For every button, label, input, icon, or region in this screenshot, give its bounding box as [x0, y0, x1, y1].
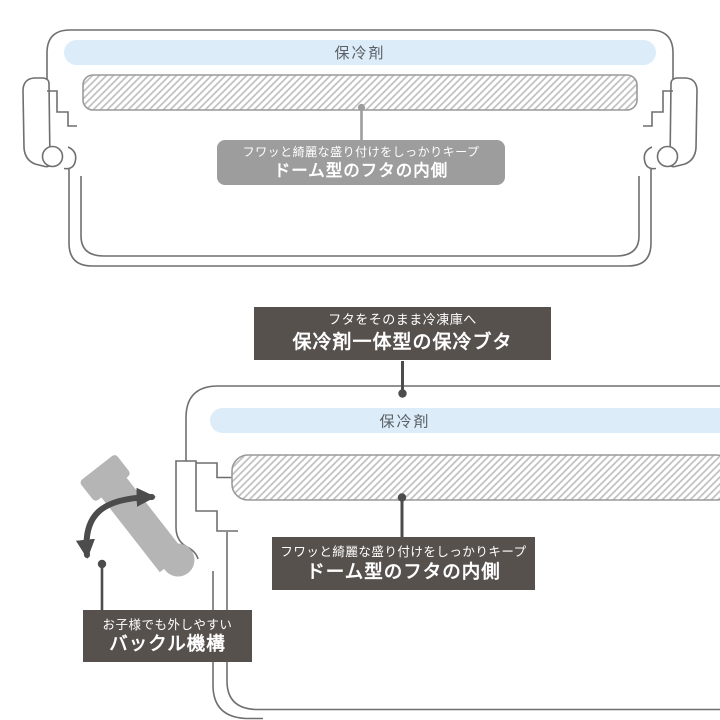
top-lid-outline: [46, 29, 674, 267]
latch-keeper-steps-large: [186, 460, 238, 532]
buckle-hook-ball: [161, 543, 195, 577]
ice-pack-band-bottom: 保冷剤: [210, 408, 720, 433]
callout-subtitle: フワッと綺麗な盛り付けをしっかりキープ: [242, 144, 480, 159]
callout-title: バックル機構: [109, 634, 226, 656]
latch-keeper-steps: [47, 90, 77, 127]
callout-title: ドーム型のフタの内側: [273, 160, 449, 180]
side-clip-right: [642, 77, 698, 170]
dome-hatch-band-bottom: [231, 454, 720, 501]
top-lid-skirt-inner: [80, 176, 640, 257]
callout-subtitle: フタをそのまま冷凍庫へ: [328, 313, 477, 329]
clip-hook-bump: [41, 145, 64, 168]
freezer-callout: フタをそのまま冷凍庫へ 保冷剤一体型の保冷ブタ: [254, 307, 551, 360]
ice-pack-band-top: 保冷剤: [64, 40, 656, 65]
connector-dot: [398, 389, 407, 398]
latch-hook-lip: [63, 146, 77, 170]
buckle-callout: お子様でも外しやすい バックル機構: [83, 610, 252, 662]
latch-notch-large: [196, 462, 232, 479]
dome-callout-bottom: フワッと綺麗な盛り付けをしっかりキープ ドーム型のフタの内側: [272, 537, 535, 590]
bottom-lid-top-and-flange: [175, 385, 720, 560]
callout-title: 保冷剤一体型の保冷ブタ: [292, 330, 513, 353]
callout-subtitle: フワッと綺麗な盛り付けをしっかりキープ: [280, 544, 527, 560]
top-lid-skirt-outer: [68, 168, 652, 267]
connector-dot: [397, 493, 407, 502]
top-lid-crown: [46, 29, 674, 91]
connector-dot: [357, 103, 366, 112]
rotation-arrow-icon: [75, 487, 156, 559]
connector-dot: [97, 559, 107, 569]
callout-subtitle: お子様でも外しやすい: [102, 616, 233, 632]
ice-pack-label: 保冷剤: [379, 412, 431, 430]
bottom-lid-skirt-inner: [226, 532, 720, 711]
callout-title: ドーム型のフタの内側: [306, 561, 501, 583]
ice-pack-label: 保冷剤: [334, 44, 386, 62]
side-clip-left: [22, 77, 77, 170]
bottom-lid-outline: [175, 385, 720, 720]
clip-body: [22, 77, 51, 168]
dome-callout-top: フワッと綺麗な盛り付けをしっかりキープ ドーム型のフタの内側: [217, 140, 505, 185]
bottom-lid-skirt-outer: [212, 571, 263, 720]
